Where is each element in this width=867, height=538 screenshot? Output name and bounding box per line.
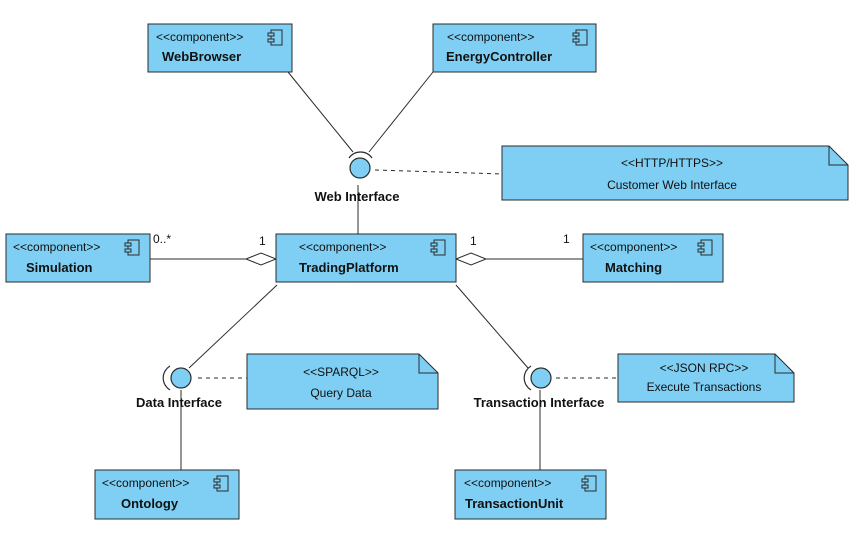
note-stereotype: <<HTTP/HTTPS>> xyxy=(621,156,723,170)
web-interface[interactable]: Web Interface xyxy=(314,151,400,204)
component-box xyxy=(5,233,151,283)
component-webbrowser[interactable]: <<component>> WebBrowser xyxy=(147,23,293,73)
component-box xyxy=(275,233,457,283)
component-box xyxy=(432,23,597,73)
component-stereotype: <<component>> xyxy=(156,30,243,44)
component-stereotype: <<component>> xyxy=(13,240,100,254)
component-icon xyxy=(572,29,588,46)
note-body xyxy=(617,353,795,403)
transaction-interface[interactable]: Transaction Interface xyxy=(474,365,605,410)
component-stereotype: <<component>> xyxy=(464,476,551,490)
note-fold xyxy=(774,354,794,374)
note-body xyxy=(501,145,849,201)
transaction-interface-socket xyxy=(523,365,532,391)
component-box xyxy=(94,469,240,520)
multiplicity-matching: 1 xyxy=(563,232,570,246)
component-tradingplatform[interactable]: <<component>> TradingPlatform xyxy=(275,233,457,283)
web-interface-note[interactable]: <<HTTP/HTTPS>> Customer Web Interface xyxy=(501,145,849,201)
data-interface-label: Data Interface xyxy=(136,395,222,410)
data-interface-socket xyxy=(162,365,171,391)
note-text: Customer Web Interface xyxy=(607,178,737,192)
web-interface-ball xyxy=(349,157,371,179)
webbrowser-to-web-interface-link xyxy=(287,71,354,153)
tradingplatform-to-transaction-interface-link xyxy=(455,284,529,369)
component-ontology[interactable]: <<component>> Ontology xyxy=(94,469,240,520)
component-stereotype: <<component>> xyxy=(447,30,534,44)
component-icon xyxy=(124,239,140,256)
note-text: Execute Transactions xyxy=(647,380,762,394)
tradingplatform-to-data-interface-link xyxy=(188,284,278,369)
transaction-interface-label: Transaction Interface xyxy=(474,395,605,410)
transaction-interface-ball xyxy=(530,367,552,389)
note-stereotype: <<JSON RPC>> xyxy=(660,361,749,375)
component-icon xyxy=(430,239,446,256)
web-interface-label: Web Interface xyxy=(314,189,399,204)
component-box xyxy=(582,233,724,283)
note-stereotype: <<SPARQL>> xyxy=(303,365,379,379)
component-icon xyxy=(267,29,283,46)
energycontroller-to-web-interface-link xyxy=(368,71,434,153)
web-interface-socket xyxy=(348,151,373,159)
component-name: Matching xyxy=(605,260,662,275)
component-name: TransactionUnit xyxy=(465,496,564,511)
note-body xyxy=(246,353,439,410)
component-matching[interactable]: <<component>> Matching xyxy=(582,233,724,283)
component-icon xyxy=(213,475,229,492)
data-interface[interactable]: Data Interface xyxy=(136,365,222,410)
component-box xyxy=(454,469,607,520)
component-stereotype: <<component>> xyxy=(590,240,677,254)
component-stereotype: <<component>> xyxy=(102,476,189,490)
note-text: Query Data xyxy=(310,386,372,400)
component-stereotype: <<component>> xyxy=(299,240,386,254)
component-energycontroller[interactable]: <<component>> EnergyController xyxy=(432,23,597,73)
component-icon xyxy=(697,239,713,256)
note-fold xyxy=(418,354,438,374)
component-name: Simulation xyxy=(26,260,93,275)
component-simulation[interactable]: <<component>> Simulation xyxy=(5,233,151,283)
multiplicity-trading-left: 1 xyxy=(259,234,266,248)
component-icon xyxy=(581,475,597,492)
data-interface-note[interactable]: <<SPARQL>> Query Data xyxy=(246,353,439,410)
multiplicity-simulation: 0..* xyxy=(153,232,171,246)
note-fold xyxy=(828,146,848,166)
data-interface-ball xyxy=(170,367,192,389)
component-name: EnergyController xyxy=(446,49,552,64)
matching-aggregation-diamond xyxy=(454,252,488,266)
component-box xyxy=(147,23,293,73)
web-interface-note-anchor xyxy=(374,169,503,175)
component-transactionunit[interactable]: <<component>> TransactionUnit xyxy=(454,469,607,520)
component-name: TradingPlatform xyxy=(299,260,399,275)
transaction-interface-note[interactable]: <<JSON RPC>> Execute Transactions xyxy=(617,353,795,403)
component-name: WebBrowser xyxy=(162,49,241,64)
simulation-aggregation-diamond xyxy=(244,252,278,266)
component-name: Ontology xyxy=(121,496,179,511)
multiplicity-trading-right: 1 xyxy=(470,234,477,248)
